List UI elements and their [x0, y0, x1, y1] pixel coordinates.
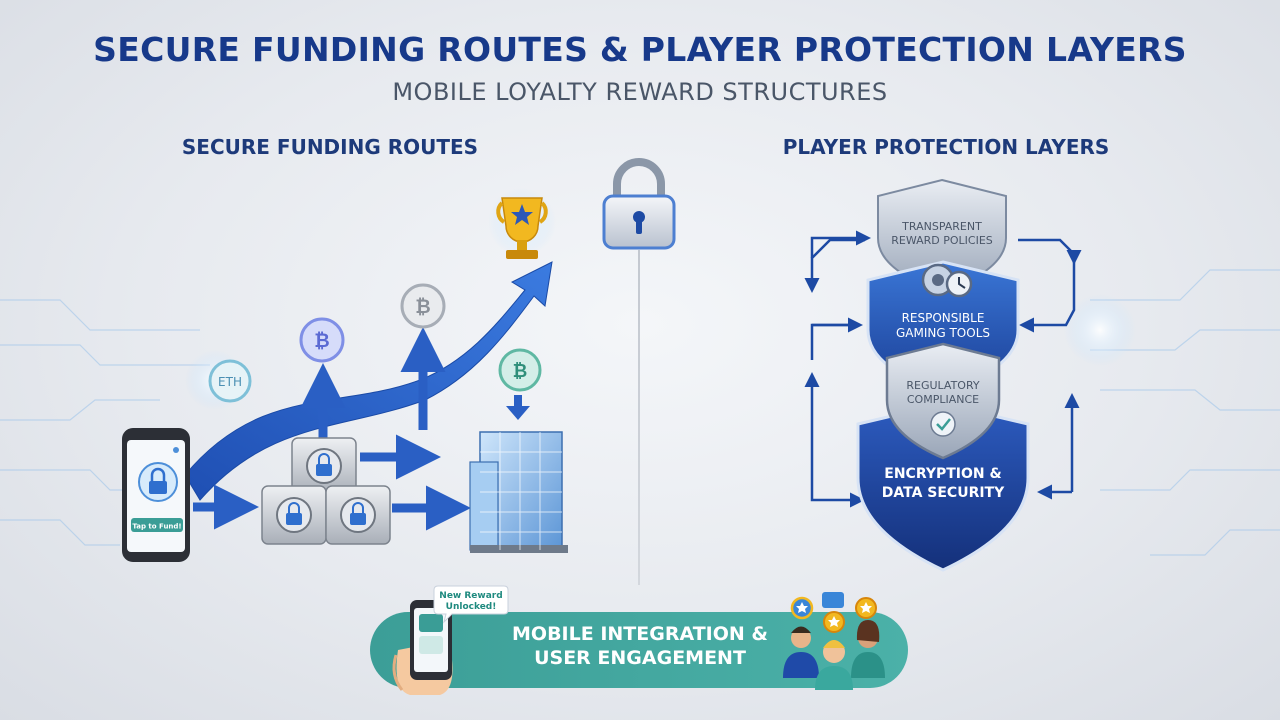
bank-building-icon	[469, 431, 568, 553]
padlock-icon	[602, 158, 676, 250]
bitcoin-coin-label: ₿	[415, 296, 430, 318]
banner-title: MOBILE INTEGRATION & USER ENGAGEMENT	[500, 622, 780, 670]
user-avatar-icon	[783, 626, 819, 678]
bitcoin-coin-icon	[400, 283, 446, 329]
bitcoin-coin-icon	[299, 317, 345, 363]
trophy-icon	[488, 188, 556, 259]
bitcoin-coin-label: ₿	[314, 330, 329, 352]
phone-button-label[interactable]: Tap to Fund!	[132, 523, 181, 531]
token-chip-icon	[822, 592, 844, 608]
circuit-lines-right	[1090, 269, 1280, 556]
shield-label-line2: COMPLIANCE	[907, 393, 979, 406]
star-badge-icon	[823, 611, 845, 633]
section-divider	[638, 250, 640, 585]
vault-safe-icon	[261, 485, 327, 545]
section-heading-funding: SECURE FUNDING ROUTES	[181, 135, 479, 159]
bubble-line1: New Reward	[439, 591, 502, 601]
checkmark-icon	[930, 411, 956, 437]
gear-clock-icon	[921, 263, 973, 298]
protection-flow-arrows	[804, 230, 1082, 508]
circuit-lines-left	[0, 299, 210, 546]
user-avatar-icon	[851, 620, 885, 678]
shield-layer-dark	[856, 402, 1030, 572]
section-heading-protection: PLAYER PROTECTION LAYERS	[782, 135, 1110, 159]
smartphone-icon	[122, 428, 190, 562]
banner-line2: USER ENGAGEMENT	[534, 647, 746, 669]
star-badge-icon	[855, 597, 877, 619]
page-subtitle: MOBILE LOYALTY REWARD STRUCTURES	[392, 78, 888, 106]
shield-label-line2: DATA SECURITY	[882, 485, 1005, 501]
shield-label-line1: RESPONSIBLE	[902, 311, 985, 325]
shield-label-line2: GAMING TOOLS	[896, 326, 990, 340]
flow-arrows	[193, 327, 471, 531]
page-title: SECURE FUNDING ROUTES & PLAYER PROTECTIO…	[93, 30, 1187, 69]
down-arrow-icon	[506, 395, 530, 420]
shield-label-line2: REWARD POLICIES	[891, 234, 993, 247]
hand-phone-icon	[392, 600, 453, 695]
vault-safe-icon	[291, 437, 357, 495]
shield-label-line1: REGULATORY	[906, 379, 980, 392]
shield-layer-regulatory	[885, 342, 1001, 460]
eth-coin-icon	[208, 359, 252, 403]
shield-label-line1: ENCRYPTION &	[884, 466, 1001, 482]
bubble-line2: Unlocked!	[446, 602, 497, 612]
engagement-banner	[370, 612, 908, 688]
bitcoin-coin-label: ₿	[513, 361, 528, 382]
bitcoin-coin-icon	[498, 348, 542, 392]
eth-coin-label: ETH	[218, 375, 242, 389]
banner-line1: MOBILE INTEGRATION &	[512, 623, 768, 645]
reward-bubble	[433, 585, 509, 624]
user-avatar-icon	[815, 640, 853, 690]
shield-label-line1: TRANSPARENT	[901, 220, 982, 233]
vault-safe-icon	[325, 485, 391, 545]
glow-dot	[1064, 294, 1136, 366]
star-badge-icon	[790, 596, 814, 620]
